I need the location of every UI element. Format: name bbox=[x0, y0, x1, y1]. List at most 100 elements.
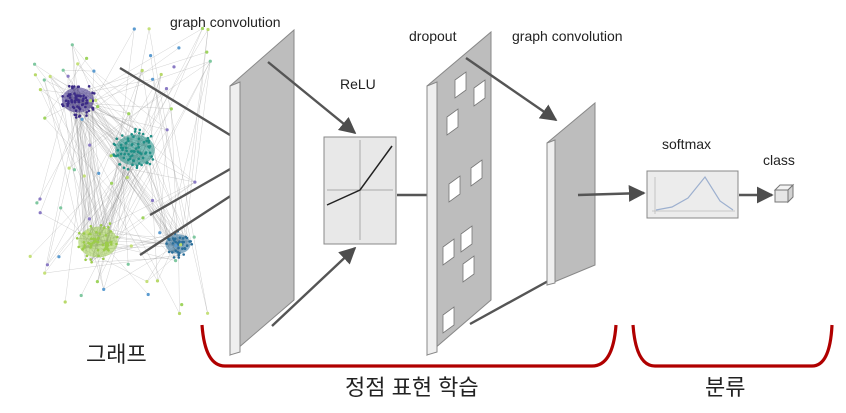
network-edge bbox=[72, 45, 89, 87]
network-node bbox=[130, 150, 133, 153]
network-node bbox=[139, 152, 142, 155]
network-node bbox=[121, 134, 124, 137]
network-node bbox=[139, 129, 142, 132]
network-node bbox=[73, 85, 76, 88]
network-node bbox=[141, 216, 144, 219]
network-node bbox=[115, 243, 118, 246]
network-node bbox=[123, 157, 126, 160]
network-node bbox=[110, 154, 113, 157]
network-node bbox=[129, 158, 132, 161]
label-relu: ReLU bbox=[340, 76, 376, 92]
layer-dropout bbox=[427, 32, 491, 355]
network-node bbox=[70, 100, 73, 103]
network-node bbox=[137, 146, 140, 149]
network-node bbox=[88, 110, 91, 113]
network-node bbox=[135, 147, 138, 150]
network-node bbox=[77, 86, 80, 89]
network-node bbox=[109, 241, 112, 244]
network-node bbox=[149, 152, 152, 155]
network-edge bbox=[40, 101, 66, 199]
network-node bbox=[145, 151, 148, 154]
network-node bbox=[76, 62, 79, 65]
network-node bbox=[68, 85, 71, 88]
network-node bbox=[133, 27, 136, 30]
network-node bbox=[74, 96, 77, 99]
network-node bbox=[97, 172, 100, 175]
network-node bbox=[116, 137, 119, 140]
network-node bbox=[149, 145, 152, 148]
network-node bbox=[184, 247, 187, 250]
network-node bbox=[93, 241, 96, 244]
network-node bbox=[96, 280, 99, 283]
network-node bbox=[131, 164, 134, 167]
network-node bbox=[69, 96, 72, 99]
network-node bbox=[193, 236, 196, 239]
network-node bbox=[132, 159, 135, 162]
arrow-input-1 bbox=[120, 68, 230, 135]
network-node bbox=[77, 246, 80, 249]
network-node bbox=[178, 256, 181, 259]
network-node bbox=[142, 157, 145, 160]
network-edges bbox=[30, 29, 210, 314]
network-node bbox=[168, 251, 171, 254]
label-representation-learning: 정점 표현 학습 bbox=[345, 375, 479, 400]
network-node bbox=[67, 75, 70, 78]
class-cube bbox=[775, 185, 793, 202]
network-node bbox=[123, 153, 126, 156]
network-node bbox=[177, 247, 180, 250]
network-node bbox=[185, 236, 188, 239]
network-edge bbox=[47, 119, 82, 264]
network-node bbox=[77, 99, 80, 102]
network-node bbox=[177, 46, 180, 49]
network-node bbox=[193, 181, 196, 184]
network-node bbox=[165, 242, 168, 245]
network-node bbox=[59, 206, 62, 209]
network-node bbox=[82, 94, 85, 97]
network-node bbox=[180, 303, 183, 306]
network-node bbox=[143, 141, 146, 144]
network-node bbox=[78, 106, 81, 109]
network-node bbox=[173, 256, 176, 259]
network-node bbox=[179, 243, 182, 246]
network-node bbox=[125, 142, 128, 145]
network-node bbox=[134, 128, 137, 131]
network-node bbox=[147, 293, 150, 296]
network-node bbox=[105, 241, 108, 244]
network-node bbox=[140, 164, 143, 167]
network-node bbox=[174, 250, 177, 253]
network-node bbox=[105, 244, 108, 247]
network-node bbox=[127, 263, 130, 266]
network-edge bbox=[192, 244, 208, 313]
network-node bbox=[107, 248, 110, 251]
network-node bbox=[149, 163, 152, 166]
network-node bbox=[137, 158, 140, 161]
network-node bbox=[102, 288, 105, 291]
network-node bbox=[95, 231, 98, 234]
network-node bbox=[102, 244, 105, 247]
network-node bbox=[86, 255, 89, 258]
network-node bbox=[43, 117, 46, 120]
network-node bbox=[73, 107, 76, 110]
network-node bbox=[206, 312, 209, 315]
network-node bbox=[181, 247, 184, 250]
network-node bbox=[205, 51, 208, 54]
network-node bbox=[97, 237, 100, 240]
softmax-box bbox=[647, 171, 738, 218]
network-node bbox=[115, 155, 118, 158]
network-node bbox=[85, 57, 88, 60]
network-node bbox=[100, 224, 103, 227]
network-node bbox=[92, 108, 95, 111]
network-node bbox=[33, 63, 36, 66]
relu-box bbox=[324, 137, 396, 244]
network-node bbox=[191, 243, 194, 246]
network-node bbox=[160, 73, 163, 76]
network-node bbox=[65, 99, 68, 102]
network-node bbox=[39, 88, 42, 91]
network-node bbox=[71, 43, 74, 46]
network-node bbox=[145, 280, 148, 283]
network-node bbox=[156, 279, 159, 282]
layer-graph-convolution-1 bbox=[230, 30, 294, 355]
network-edge bbox=[45, 255, 179, 273]
network-node bbox=[68, 167, 71, 170]
label-graph: 그래프 bbox=[86, 342, 147, 367]
